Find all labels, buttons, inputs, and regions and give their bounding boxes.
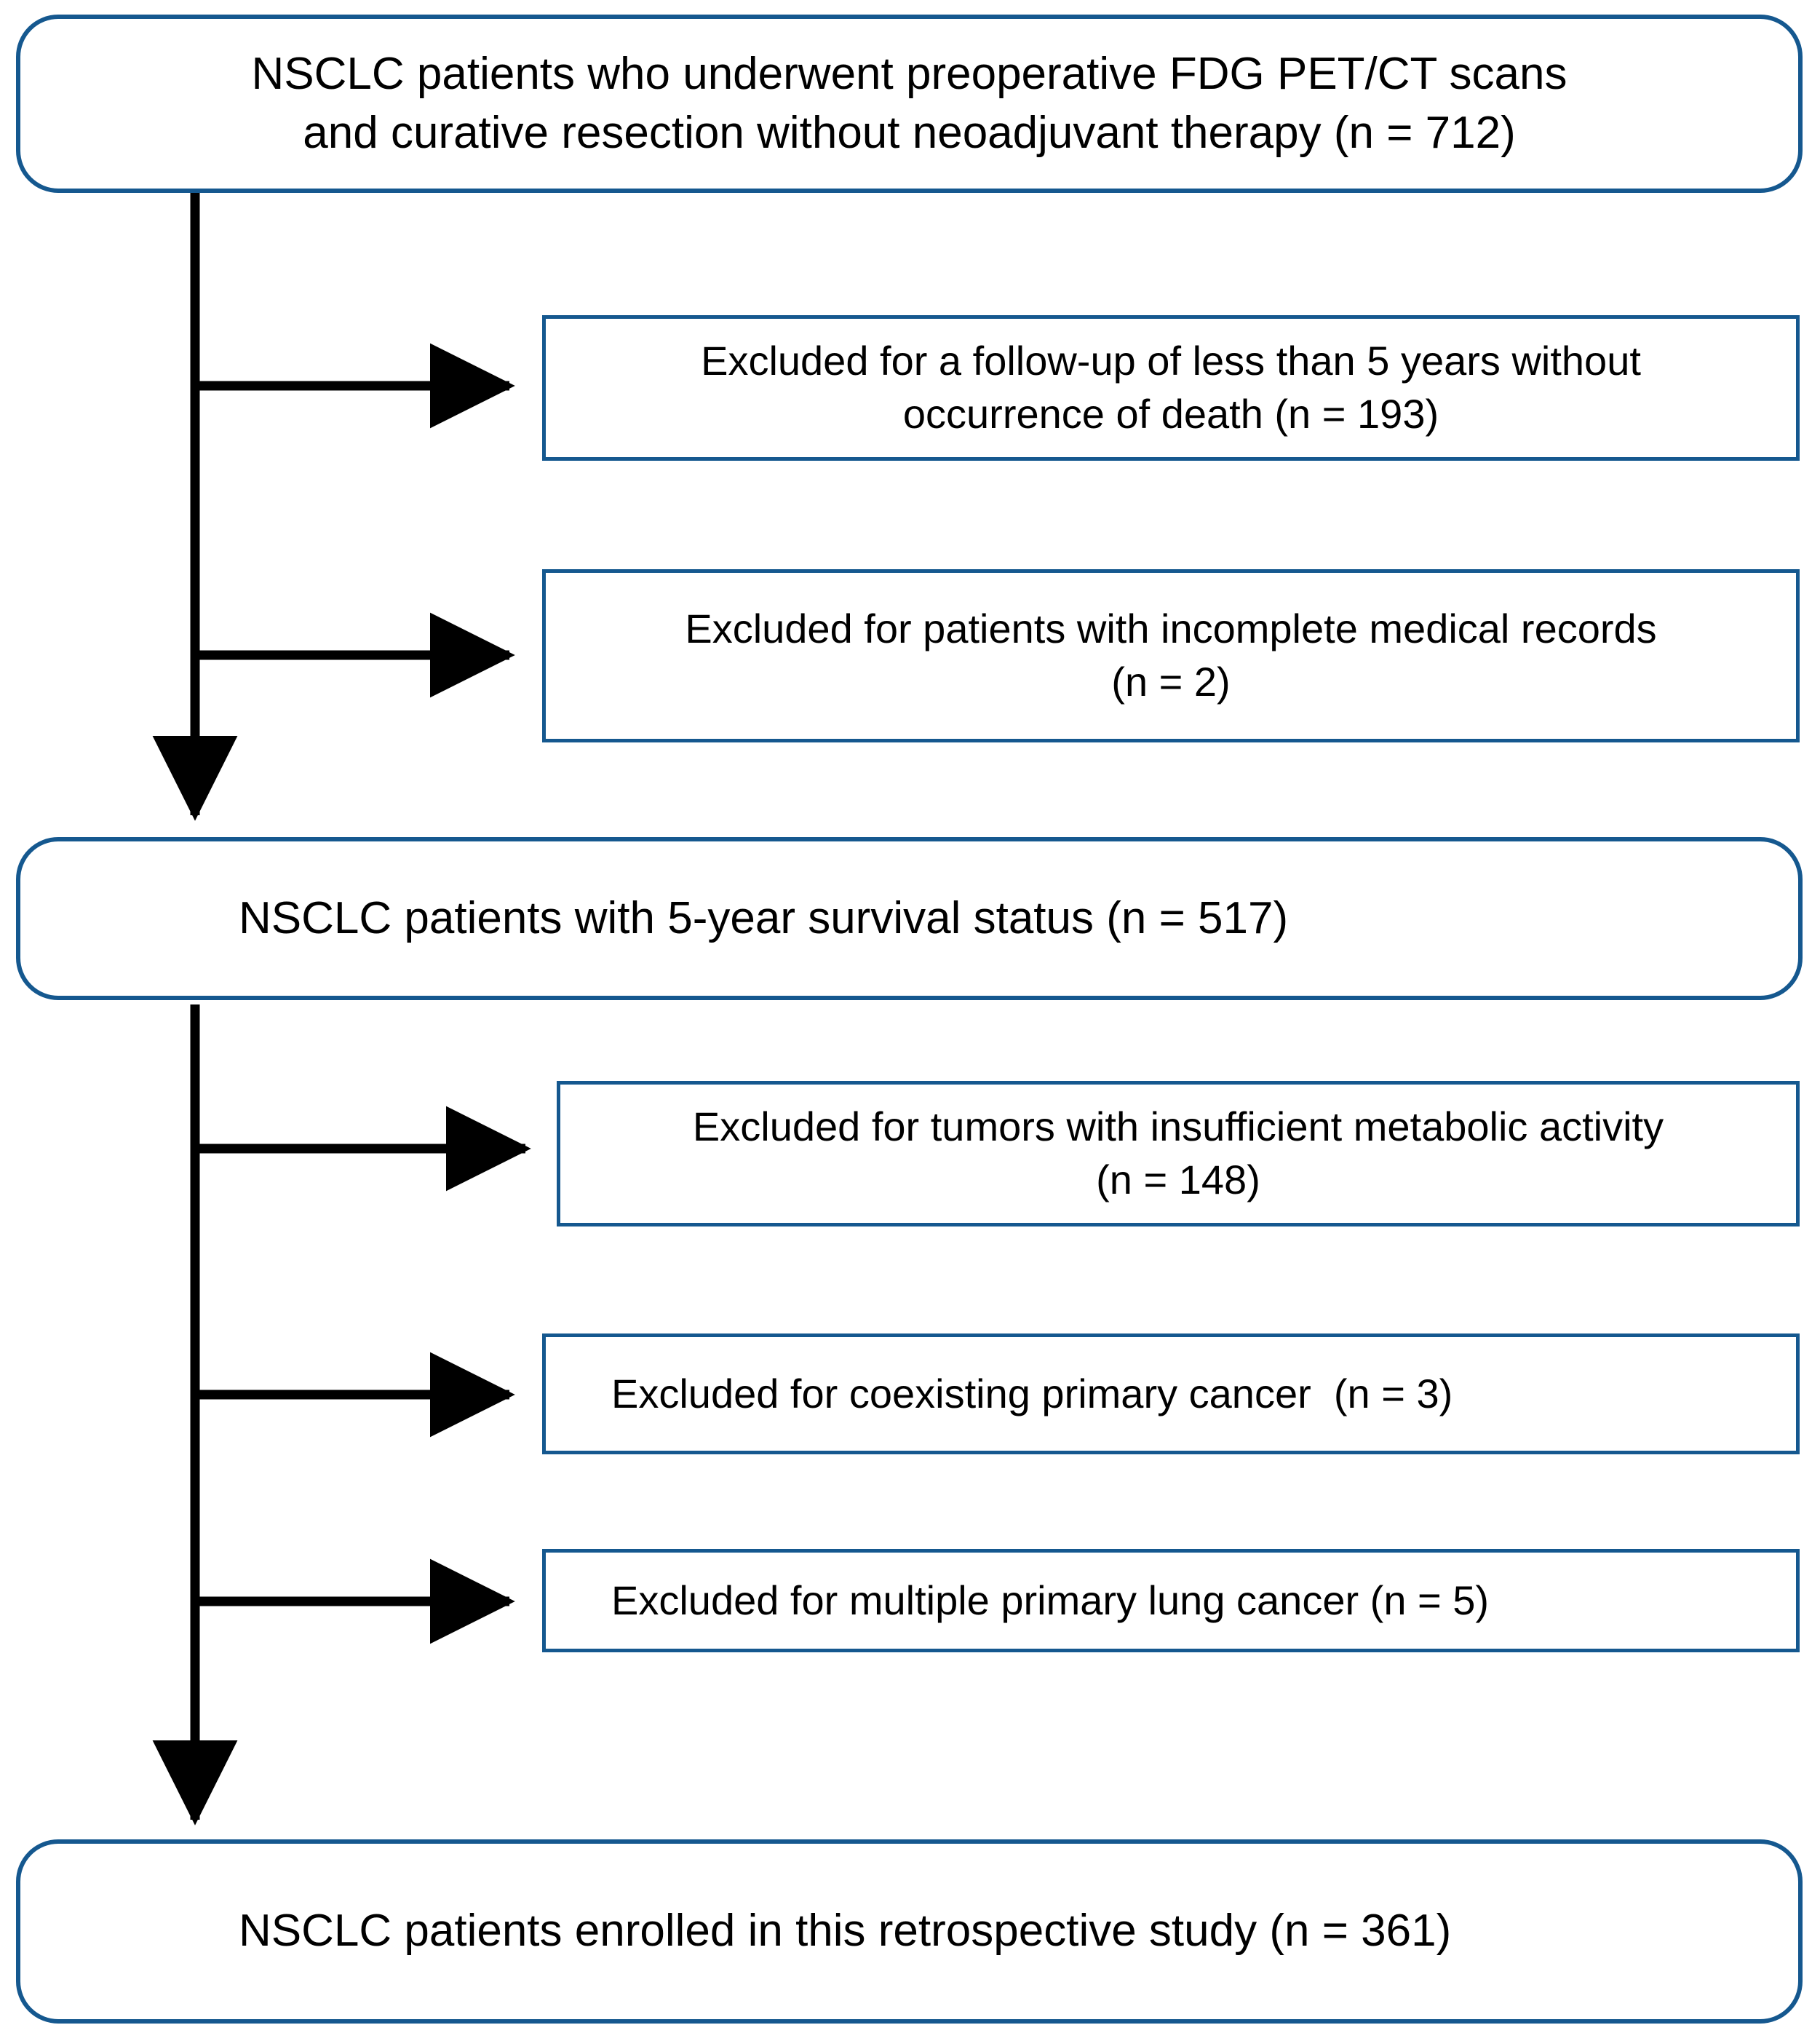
node-excluded-insufficient-metabolic-activity-label: Excluded for tumors with insufficient me… [692,1103,1664,1202]
node-excluded-multiple-primary-lung-cancer[interactable]: Excluded for multiple primary lung cance… [542,1549,1800,1652]
node-excluded-incomplete-records[interactable]: Excluded for patients with incomplete me… [542,569,1800,742]
node-excluded-insufficient-metabolic-activity[interactable]: Excluded for tumors with insufficient me… [557,1081,1800,1226]
node-excluded-short-followup-label: Excluded for a follow-up of less than 5 … [701,338,1641,437]
node-survival-status-cohort[interactable]: NSCLC patients with 5-year survival stat… [16,837,1803,1000]
node-excluded-coexisting-cancer[interactable]: Excluded for coexisting primary cancer (… [542,1333,1800,1454]
node-survival-status-cohort-label: NSCLC patients with 5-year survival stat… [239,892,1289,943]
node-enrollment-source-label: NSCLC patients who underwent preoperativ… [251,48,1567,158]
node-enrollment-source[interactable]: NSCLC patients who underwent preoperativ… [16,15,1803,193]
node-excluded-multiple-primary-lung-cancer-label: Excluded for multiple primary lung cance… [611,1577,1490,1623]
node-excluded-incomplete-records-label: Excluded for patients with incomplete me… [685,606,1657,705]
node-final-enrolled[interactable]: NSCLC patients enrolled in this retrospe… [16,1839,1803,2024]
node-excluded-coexisting-cancer-label: Excluded for coexisting primary cancer (… [611,1370,1453,1416]
node-excluded-short-followup[interactable]: Excluded for a follow-up of less than 5 … [542,315,1800,461]
node-final-enrolled-label: NSCLC patients enrolled in this retrospe… [239,1906,1452,1957]
